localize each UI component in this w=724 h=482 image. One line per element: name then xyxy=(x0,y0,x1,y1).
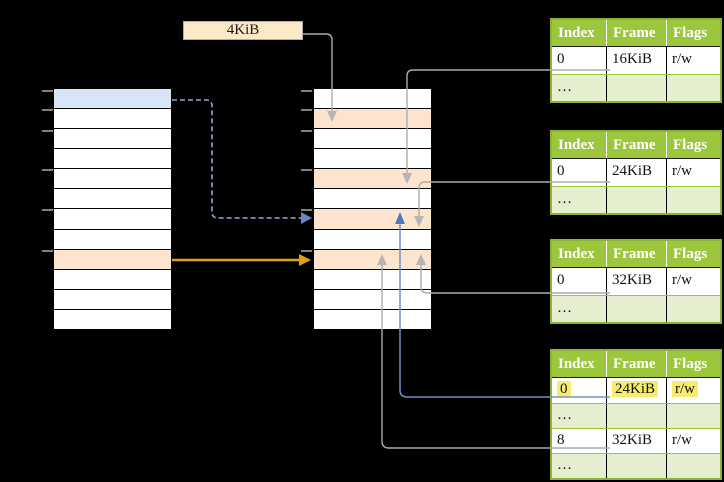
highlighted-cell: 0 xyxy=(557,381,571,397)
col-header-flags: Flags xyxy=(667,132,720,158)
memory-row xyxy=(314,229,431,249)
memory-row xyxy=(314,149,431,169)
col-header-flags: Flags xyxy=(667,241,720,267)
table-row: 8 32KiB r/w xyxy=(552,428,720,453)
tick-mark xyxy=(301,90,312,92)
table-row: … xyxy=(552,403,720,428)
table-row: … xyxy=(552,453,720,478)
memory-row xyxy=(314,89,431,109)
memory-row xyxy=(314,169,431,189)
table-row: 0 24KiB r/w xyxy=(552,159,720,186)
tick-mark xyxy=(42,169,53,171)
memory-row xyxy=(314,209,431,229)
memory-column-center xyxy=(313,88,432,330)
frame-table-3: Index Frame Flags 0 32KiB r/w … xyxy=(550,239,722,324)
col-header-index: Index xyxy=(552,132,607,158)
memory-row xyxy=(54,229,171,249)
frame-table-2: Index Frame Flags 0 24KiB r/w … xyxy=(550,130,722,215)
col-header-flags: Flags xyxy=(667,20,720,46)
memory-row xyxy=(314,289,431,309)
memory-row xyxy=(314,189,431,209)
arrow-dashed-page-to-frame xyxy=(172,99,312,224)
size-label-4kib: 4KiB xyxy=(183,21,303,40)
arrow-orange-page-to-frame xyxy=(172,254,311,266)
memory-row xyxy=(54,209,171,229)
tick-mark xyxy=(42,250,53,252)
memory-row xyxy=(54,169,171,189)
table-row: 0 16KiB r/w xyxy=(552,47,720,74)
tick-mark xyxy=(42,109,53,111)
table-row: … xyxy=(552,74,720,101)
table-row: … xyxy=(552,186,720,213)
tick-mark xyxy=(301,250,312,252)
memory-row xyxy=(54,89,171,109)
memory-row xyxy=(54,189,171,209)
table-row: … xyxy=(552,295,720,322)
col-header-flags: Flags xyxy=(667,351,720,377)
col-header-frame: Frame xyxy=(607,241,667,267)
frame-table-1: Index Frame Flags 0 16KiB r/w … xyxy=(550,18,722,103)
highlighted-cell: 24KiB xyxy=(612,381,659,397)
tick-mark xyxy=(42,90,53,92)
table-header-row: Index Frame Flags xyxy=(552,241,720,268)
table-row-highlighted: 0 24KiB r/w xyxy=(552,378,720,403)
tick-mark xyxy=(301,130,312,132)
memory-row xyxy=(54,129,171,149)
tick-mark xyxy=(42,130,53,132)
col-header-frame: Frame xyxy=(607,20,667,46)
memory-row xyxy=(54,149,171,169)
col-header-index: Index xyxy=(552,241,607,267)
table-header-row: Index Frame Flags xyxy=(552,20,720,47)
memory-row xyxy=(314,249,431,269)
memory-row xyxy=(54,109,171,129)
table-header-row: Index Frame Flags xyxy=(552,132,720,159)
highlighted-cell: r/w xyxy=(672,381,698,397)
table-row: 0 32KiB r/w xyxy=(552,268,720,295)
memory-row xyxy=(54,249,171,269)
memory-row xyxy=(314,269,431,289)
tick-mark xyxy=(42,209,53,211)
memory-row xyxy=(314,109,431,129)
table-header-row: Index Frame Flags xyxy=(552,351,720,378)
tick-mark xyxy=(301,169,312,171)
col-header-index: Index xyxy=(552,351,607,377)
memory-row xyxy=(314,309,431,329)
memory-row xyxy=(54,289,171,309)
memory-row xyxy=(54,269,171,289)
col-header-frame: Frame xyxy=(607,132,667,158)
memory-column-left xyxy=(53,88,172,330)
tick-mark xyxy=(301,109,312,111)
frame-table-4: Index Frame Flags 0 24KiB r/w … 8 32KiB … xyxy=(550,349,722,480)
memory-row xyxy=(314,129,431,149)
col-header-index: Index xyxy=(552,20,607,46)
memory-row xyxy=(54,309,171,329)
col-header-frame: Frame xyxy=(607,351,667,377)
tick-mark xyxy=(301,209,312,211)
